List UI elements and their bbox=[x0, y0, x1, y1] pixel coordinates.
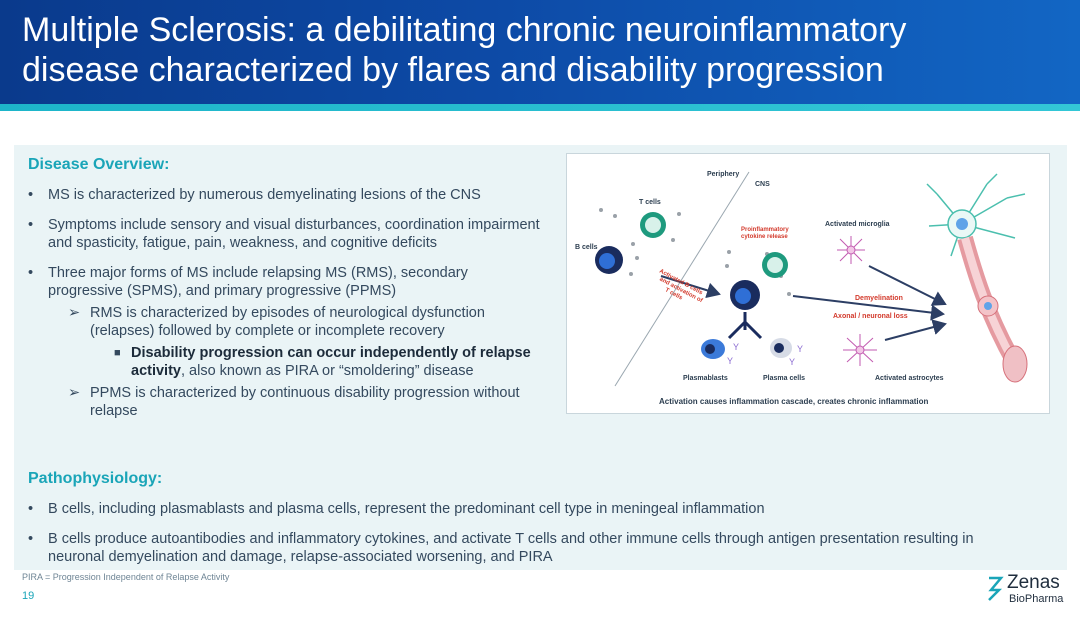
arrow-bullet-icon: ➢ bbox=[68, 305, 81, 321]
ppms-text: PPMS is characterized by continuous disa… bbox=[90, 385, 520, 419]
antibody-icon: Y bbox=[727, 356, 733, 366]
slide-title: Multiple Sclerosis: a debilitating chron… bbox=[22, 10, 1062, 90]
ms-pathology-diagram: Periphery CNS T cells B cells Activated … bbox=[575, 171, 1028, 406]
pathophysiology-list: B cells, including plasmablasts and plas… bbox=[24, 500, 1034, 566]
header-accent-stripe bbox=[0, 104, 1080, 111]
square-bullet-icon: ■ bbox=[114, 347, 121, 359]
label-cytokine-2: cytokine release bbox=[741, 234, 788, 240]
title-banner: Multiple Sclerosis: a debilitating chron… bbox=[0, 0, 1080, 104]
label-demyelination: Demyelination bbox=[855, 295, 903, 302]
antibody-icon: Y bbox=[733, 342, 739, 352]
cytokine-dots bbox=[599, 208, 791, 296]
rms-text: RMS is characterized by episodes of neur… bbox=[90, 305, 485, 339]
label-cns: CNS bbox=[755, 181, 770, 188]
overview-item: Symptoms include sensory and visual dist… bbox=[24, 216, 544, 252]
label-t-cells: T cells bbox=[639, 199, 661, 206]
activation-arrow bbox=[660, 275, 721, 299]
pira-rest-text: , also known as PIRA or “smoldering” dis… bbox=[180, 363, 474, 379]
patho-item: B cells, including plasmablasts and plas… bbox=[24, 500, 1034, 518]
astrocyte-arrow bbox=[884, 319, 947, 341]
page-number: 19 bbox=[22, 590, 35, 602]
label-plasmablasts: Plasmablasts bbox=[683, 375, 728, 382]
slide-title-line2: disease characterized by flares and disa… bbox=[22, 51, 884, 89]
pathophysiology-heading: Pathophysiology: bbox=[28, 470, 163, 487]
disease-overview-heading: Disease Overview: bbox=[28, 156, 170, 173]
overview-subsubitem: ■ Disability progression can occur indep… bbox=[24, 344, 544, 380]
label-axonal: Axonal / neuronal loss bbox=[833, 313, 908, 320]
label-astrocytes: Activated astrocytes bbox=[875, 375, 944, 382]
antibody-icon: Y bbox=[797, 344, 803, 354]
microglia-arrow bbox=[868, 265, 947, 306]
logo-name: Zenas bbox=[1007, 572, 1060, 593]
patho-item: B cells produce autoantibodies and infla… bbox=[24, 530, 1034, 566]
neuron-icon bbox=[926, 173, 1028, 383]
barrier-line bbox=[614, 171, 750, 387]
disease-overview-list: MS is characterized by numerous demyelin… bbox=[24, 186, 544, 420]
label-b-cells: B cells bbox=[575, 244, 598, 251]
antibody-icon: Y bbox=[789, 357, 795, 367]
zenas-logo-icon bbox=[988, 576, 1004, 601]
label-plasma-cells: Plasma cells bbox=[763, 375, 805, 382]
footnote: PIRA = Progression Independent of Relaps… bbox=[22, 572, 230, 582]
figure-caption: Activation causes inflammation cascade, … bbox=[659, 397, 929, 406]
differentiation-arrow bbox=[727, 312, 763, 340]
label-microglia: Activated microglia bbox=[825, 221, 890, 228]
demyelination-arrow bbox=[792, 295, 945, 321]
overview-subitem: ➢ PPMS is characterized by continuous di… bbox=[24, 384, 544, 420]
arrow-bullet-icon: ➢ bbox=[68, 385, 81, 401]
overview-subitem: ➢ RMS is characterized by episodes of ne… bbox=[24, 304, 544, 340]
label-cytokine-1: Proinflammatory bbox=[741, 227, 789, 233]
logo-subtitle: BioPharma bbox=[1009, 593, 1064, 605]
company-logo: Zenas BioPharma bbox=[985, 572, 1075, 608]
label-periphery: Periphery bbox=[707, 171, 739, 178]
microglia-icon bbox=[837, 236, 865, 264]
astrocyte-icon bbox=[843, 334, 877, 366]
overview-item: Three major forms of MS include relapsin… bbox=[24, 264, 544, 300]
pira-bold-text: Disability progression can occur indepen… bbox=[131, 345, 531, 379]
slide-title-line1: Multiple Sclerosis: a debilitating chron… bbox=[22, 11, 907, 49]
overview-item: MS is characterized by numerous demyelin… bbox=[24, 186, 544, 204]
ms-pathology-figure: Periphery CNS T cells B cells Activated … bbox=[566, 153, 1050, 414]
